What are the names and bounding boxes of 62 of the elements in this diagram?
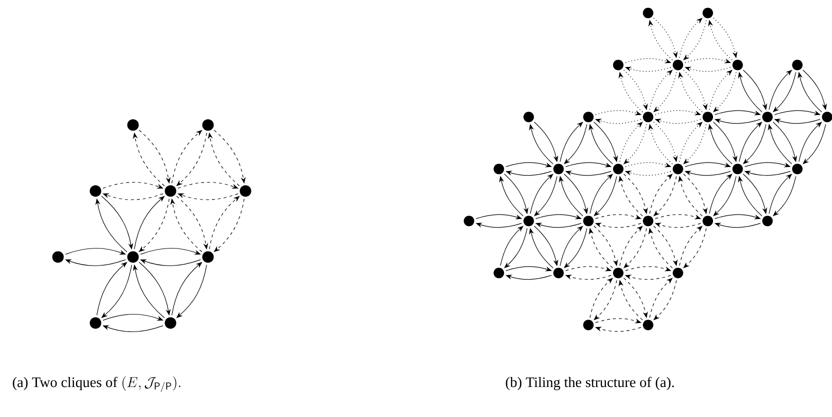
arrow bbox=[709, 70, 732, 110]
vertex bbox=[613, 268, 624, 278]
vertex bbox=[583, 320, 594, 330]
vertex bbox=[52, 251, 64, 263]
vertex bbox=[523, 216, 534, 226]
arrow bbox=[772, 72, 796, 112]
vertex bbox=[792, 60, 803, 70]
vertex bbox=[127, 119, 139, 131]
vertex bbox=[90, 317, 102, 329]
vertex bbox=[762, 216, 773, 226]
arrow bbox=[102, 193, 164, 200]
arrow bbox=[178, 193, 238, 200]
vertex bbox=[164, 317, 176, 329]
arrow bbox=[683, 124, 707, 164]
vertex bbox=[732, 164, 743, 174]
arrow bbox=[594, 280, 618, 320]
vertex bbox=[702, 216, 714, 226]
arrow bbox=[504, 228, 528, 268]
caption: (a) Two cliques of $(E,\mathcal{J}_{\mathsf{P/P}}).$ bbox=[12, 376, 180, 392]
vertex bbox=[583, 112, 594, 122]
vertex bbox=[494, 164, 504, 174]
arrow bbox=[738, 122, 762, 162]
vertex bbox=[553, 164, 564, 174]
arrow bbox=[709, 174, 732, 214]
vertex bbox=[553, 268, 564, 278]
vertex bbox=[672, 268, 684, 278]
vertex bbox=[642, 216, 654, 226]
vertex bbox=[127, 251, 139, 263]
vertex bbox=[642, 112, 654, 122]
vertex bbox=[523, 112, 534, 122]
vertex bbox=[762, 112, 773, 122]
vertex bbox=[672, 164, 684, 174]
arrow bbox=[594, 176, 618, 216]
vertex bbox=[494, 268, 504, 278]
vertex bbox=[822, 112, 832, 122]
vertex bbox=[202, 119, 214, 131]
vertex bbox=[792, 164, 803, 174]
arrow bbox=[619, 122, 643, 162]
vertex bbox=[583, 216, 594, 226]
arrow bbox=[802, 124, 826, 164]
arrow bbox=[683, 20, 707, 60]
vertex bbox=[202, 251, 214, 263]
arrow bbox=[102, 325, 164, 332]
vertex bbox=[702, 8, 714, 18]
vertex bbox=[90, 185, 102, 197]
arrow bbox=[772, 176, 796, 216]
vertex bbox=[732, 60, 743, 70]
vertex bbox=[240, 185, 252, 197]
vertex bbox=[642, 320, 654, 330]
arrow bbox=[65, 259, 126, 266]
vertex bbox=[613, 60, 624, 70]
vertex bbox=[613, 164, 624, 174]
vertex bbox=[464, 216, 474, 226]
vertex bbox=[642, 8, 654, 18]
caption: (b) Tiling the structure of (a). bbox=[506, 376, 674, 390]
vertex bbox=[702, 112, 714, 122]
arrow bbox=[140, 259, 201, 266]
arrow bbox=[530, 174, 554, 214]
arrow bbox=[619, 226, 643, 266]
arrow bbox=[683, 228, 707, 268]
vertex bbox=[164, 185, 176, 197]
vertex bbox=[672, 60, 684, 70]
